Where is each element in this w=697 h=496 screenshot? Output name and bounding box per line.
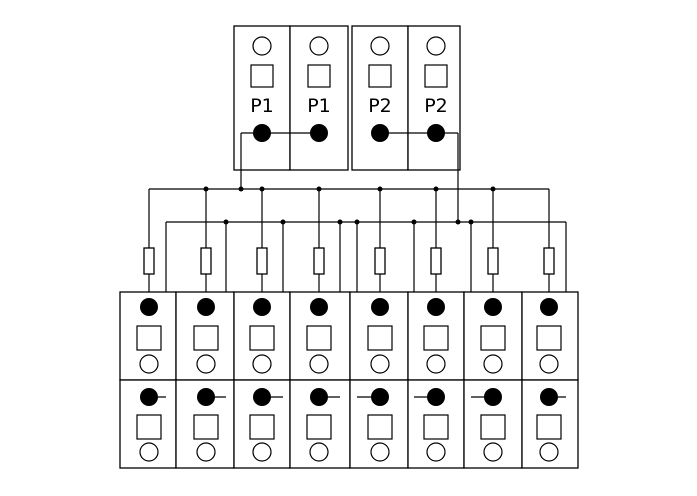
fuse-3 [256, 247, 268, 275]
top-circle-4 [426, 36, 446, 56]
fuse-1 [143, 247, 155, 275]
top-label-4: P2 [424, 95, 448, 117]
top-contact-2 [310, 124, 328, 142]
top-circle-3 [370, 36, 390, 56]
bottom-lower-1 [119, 379, 177, 469]
top-circle-1 [252, 36, 272, 56]
fuse-6 [430, 247, 442, 275]
top-label-1: P1 [250, 95, 274, 117]
top-circle-2 [309, 36, 329, 56]
bottom-lower-8 [521, 379, 579, 469]
top-terminal-3 [351, 25, 409, 171]
bottom-terminal-block [119, 291, 579, 469]
top-terminal-4 [407, 25, 461, 171]
top-terminal-block: P1 P1 P2 P2 [233, 25, 461, 171]
fuse-5 [374, 247, 386, 275]
top-label-2: P1 [307, 95, 331, 117]
top-contact-3 [371, 124, 389, 142]
bus-wiring [148, 132, 567, 397]
fuse-8 [543, 247, 555, 275]
fuse-7 [487, 247, 499, 275]
fuse-4 [313, 247, 325, 275]
top-square-1 [250, 64, 274, 88]
top-square-2 [307, 64, 331, 88]
top-terminal-2 [289, 25, 349, 171]
top-label-3: P2 [368, 95, 392, 117]
top-terminal-1 [233, 25, 291, 171]
top-square-3 [368, 64, 392, 88]
fuse-2 [200, 247, 212, 275]
top-square-4 [424, 64, 448, 88]
